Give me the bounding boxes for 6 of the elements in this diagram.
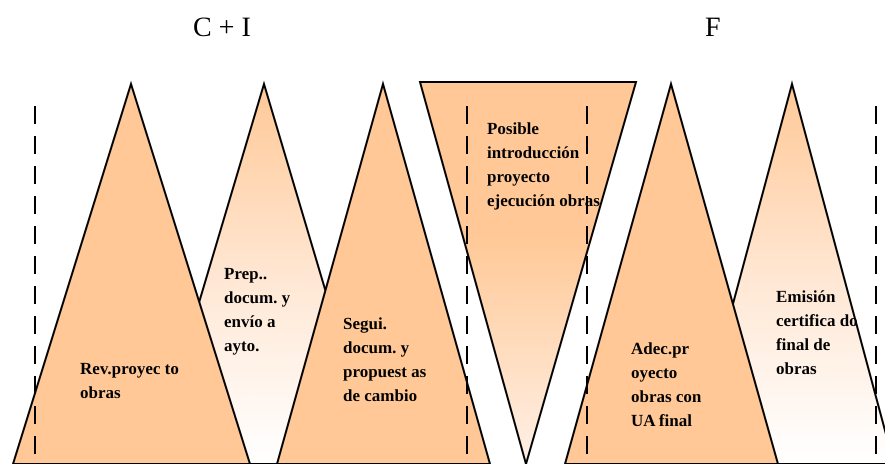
step-text: Adec.pr oyecto obras con UA final xyxy=(631,338,702,432)
phase-heading: F xyxy=(705,12,721,44)
step-text: Segui. docum. y propuest as de cambio xyxy=(343,313,428,407)
step-text: Prep.. docum. y envío a ayto. xyxy=(224,263,292,357)
phase-heading: C + I xyxy=(193,12,251,44)
step-text: Rev.proyec to obras xyxy=(80,358,180,404)
